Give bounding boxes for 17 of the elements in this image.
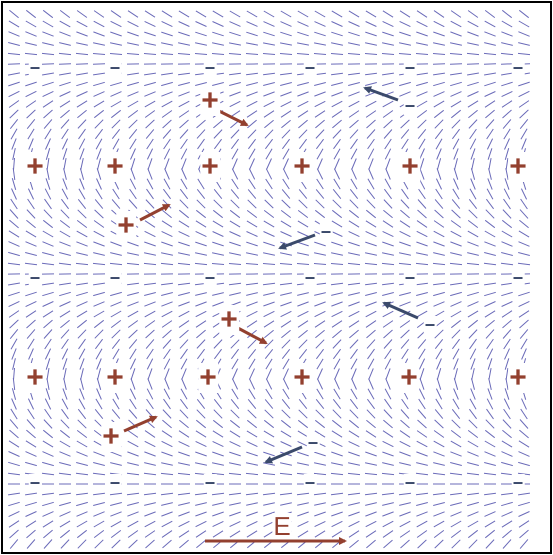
plus-charge-sign: + bbox=[508, 363, 528, 393]
plus-charge-sign: + bbox=[25, 363, 45, 393]
plus-charge-sign: + bbox=[105, 152, 125, 182]
plus-charge-sign: + bbox=[105, 363, 125, 393]
plus-charge-sign: + bbox=[292, 152, 312, 182]
plus-charge-sign: + bbox=[198, 363, 218, 393]
plus-charge-sign: + bbox=[399, 363, 419, 393]
plus-charge-sign: + bbox=[292, 363, 312, 393]
minus-charge-sign: − bbox=[306, 434, 320, 452]
minus-charge-sign: − bbox=[424, 316, 436, 334]
plus-charge-sign: + bbox=[200, 152, 220, 182]
plus-charge-sign: + bbox=[508, 152, 528, 182]
plus-charge-sign: + bbox=[101, 422, 121, 452]
plus-charge-sign: + bbox=[219, 305, 239, 335]
field-label: E bbox=[272, 513, 292, 539]
plus-charge-sign: + bbox=[400, 152, 420, 182]
plus-charge-sign: + bbox=[25, 152, 45, 182]
